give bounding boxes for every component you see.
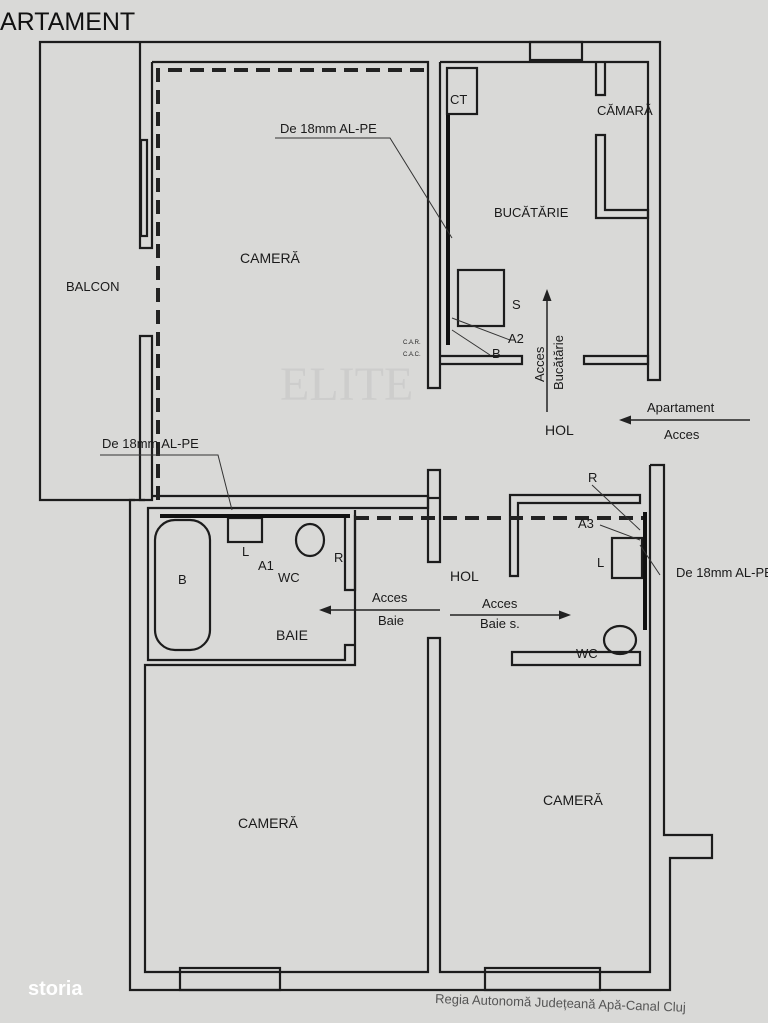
label-l-bath: L xyxy=(242,544,249,559)
arrow-label-acces-bucatarie: Acces xyxy=(532,346,547,382)
bathtub xyxy=(153,518,212,652)
room-wc-right: WC xyxy=(576,646,598,661)
arrow-label-baie: Baie xyxy=(378,613,404,628)
room-camera-top: CAMERĂ xyxy=(240,250,301,266)
outer-walls xyxy=(128,40,714,992)
toilet xyxy=(294,522,326,558)
label-pipe-left: De 18mm AL-PE xyxy=(102,436,199,451)
storia-logo: storia xyxy=(28,978,83,1000)
label-b-kitchen: B xyxy=(492,346,501,361)
arrow-label-bucatarie: Bucătărie xyxy=(551,335,566,390)
arrow-label-baie-s: Baie s. xyxy=(480,616,520,631)
sink xyxy=(226,516,264,544)
sink-right xyxy=(610,536,644,580)
room-hol-mid: HOL xyxy=(450,568,479,584)
room-camera-bottom-right: CAMERĂ xyxy=(543,792,604,808)
label-r-right: R xyxy=(588,470,597,485)
plan-title: ARTAMENT xyxy=(0,8,135,36)
arrow-label-apartament: Apartament xyxy=(647,400,715,415)
label-r-bath: R xyxy=(334,550,343,565)
label-s: S xyxy=(512,297,521,312)
room-wc-baie: WC xyxy=(278,570,300,585)
toilet-right xyxy=(602,624,638,656)
room-camara: CĂMARĂ xyxy=(597,103,653,118)
label-cac: C.A.C. xyxy=(403,352,421,358)
label-a2: A2 xyxy=(508,331,524,346)
arrow-label-acces-apartament: Acces xyxy=(664,427,700,442)
balcony-walls xyxy=(38,40,154,502)
arrow-label-acces-baie: Acces xyxy=(372,590,408,605)
room-camera-bottom-left: CAMERĂ xyxy=(238,815,299,831)
room-balcon: BALCON xyxy=(66,279,119,294)
room-baie: BAIE xyxy=(276,627,308,643)
pipe-dashed-top xyxy=(156,68,430,500)
stamp-text: Regia Autonomă Județeană Apă-Canal Cluj xyxy=(435,991,686,1015)
label-a3: A3 xyxy=(578,516,594,531)
label-l-right: L xyxy=(597,555,604,570)
boiler-ct xyxy=(445,66,479,116)
room-bucatarie: BUCĂTĂRIE xyxy=(494,205,569,220)
room-hol-top: HOL xyxy=(545,422,574,438)
kitchen-sink xyxy=(456,268,506,328)
label-pipe-top: De 18mm AL-PE xyxy=(280,121,377,136)
label-car: C.A.R. xyxy=(403,340,421,346)
label-b-bath: B xyxy=(178,572,187,587)
arrow-label-acces-baie-s: Acces xyxy=(482,596,518,611)
room-ct: CT xyxy=(450,92,467,107)
label-a1: A1 xyxy=(258,558,274,573)
label-pipe-right: De 18mm AL-PE xyxy=(676,565,768,580)
watermark: ELITE xyxy=(280,358,413,411)
